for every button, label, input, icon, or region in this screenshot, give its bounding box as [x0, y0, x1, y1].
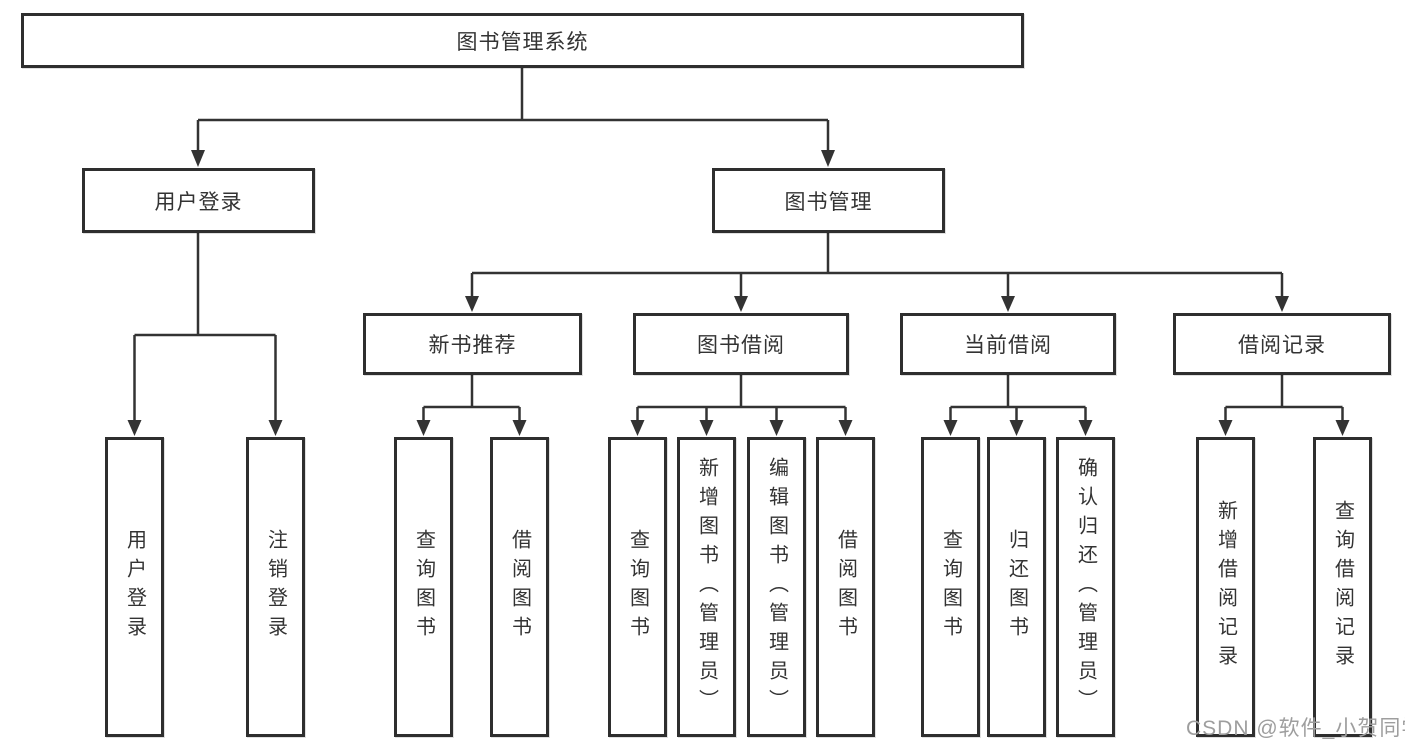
node-borrow-record: 借阅记录 — [1173, 313, 1391, 375]
node-book-borrow-label: 图书借阅 — [697, 334, 785, 357]
leaf-nbr-borrow-book-label: 借阅图书 — [508, 529, 531, 645]
leaf-cb-return-book-label: 归还图书 — [1005, 529, 1028, 645]
csdn-watermark: CSDN @软件_小贺同学 — [1186, 717, 1405, 740]
leaf-logout-login-label: 注销登录 — [264, 529, 287, 645]
leaf-cb-confirm-return-admin: 确认归还（管理员） — [1056, 437, 1115, 737]
leaf-br-query-record-label: 查询借阅记录 — [1331, 500, 1354, 674]
leaf-user-login: 用户登录 — [105, 437, 164, 737]
leaf-br-add-record-label: 新增借阅记录 — [1214, 500, 1237, 674]
leaf-logout-login: 注销登录 — [246, 437, 305, 737]
node-book-management: 图书管理 — [712, 168, 945, 233]
node-new-book-recommend: 新书推荐 — [363, 313, 582, 375]
node-user-login-label: 用户登录 — [154, 190, 243, 214]
leaf-nbr-query-book-label: 查询图书 — [412, 529, 435, 645]
node-root: 图书管理系统 — [21, 13, 1024, 68]
leaf-br-add-record: 新增借阅记录 — [1196, 437, 1255, 737]
leaf-bb-borrow-book: 借阅图书 — [816, 437, 875, 737]
node-user-login: 用户登录 — [82, 168, 315, 233]
leaf-bb-query-book-label: 查询图书 — [626, 529, 649, 645]
leaf-bb-edit-book-admin-label: 编辑图书（管理员） — [765, 456, 788, 718]
node-new-book-recommend-label: 新书推荐 — [428, 334, 517, 357]
leaf-bb-add-book-admin-label: 新增图书（管理员） — [695, 456, 718, 718]
leaf-cb-query-book-label: 查询图书 — [939, 529, 962, 645]
node-book-management-label: 图书管理 — [784, 190, 873, 214]
node-borrow-record-label: 借阅记录 — [1238, 334, 1326, 357]
node-current-borrow: 当前借阅 — [900, 313, 1116, 375]
leaf-bb-add-book-admin: 新增图书（管理员） — [677, 437, 736, 737]
leaf-nbr-query-book: 查询图书 — [394, 437, 453, 737]
leaf-bb-query-book: 查询图书 — [608, 437, 667, 737]
leaf-bb-edit-book-admin: 编辑图书（管理员） — [747, 437, 806, 737]
leaf-bb-borrow-book-label: 借阅图书 — [834, 529, 857, 645]
node-current-borrow-label: 当前借阅 — [964, 334, 1052, 357]
leaf-nbr-borrow-book: 借阅图书 — [490, 437, 549, 737]
leaf-cb-return-book: 归还图书 — [987, 437, 1046, 737]
leaf-cb-confirm-return-admin-label: 确认归还（管理员） — [1074, 456, 1097, 718]
node-root-label: 图书管理系统 — [456, 30, 589, 54]
leaf-user-login-label: 用户登录 — [123, 529, 146, 645]
leaf-br-query-record: 查询借阅记录 — [1313, 437, 1372, 737]
node-book-borrow: 图书借阅 — [633, 313, 849, 375]
leaf-cb-query-book: 查询图书 — [921, 437, 980, 737]
